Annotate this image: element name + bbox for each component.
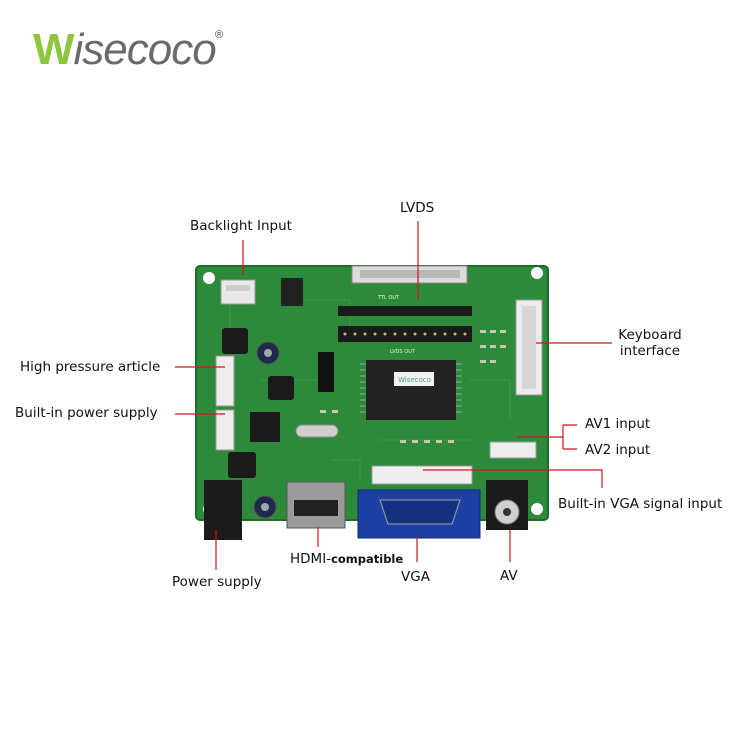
label-backlight-input: Backlight Input	[190, 218, 292, 234]
power-jack	[204, 480, 242, 540]
label-keyboard-line1: Keyboard	[618, 327, 682, 343]
logo-first-letter: W	[33, 25, 75, 74]
label-hdmi-main: HDMI-	[290, 551, 332, 567]
leader-builtin-vga	[423, 469, 603, 488]
mounting-hole-tr	[531, 267, 543, 279]
crystal-oscillator	[295, 424, 339, 438]
inductor-3	[228, 452, 256, 478]
small-ic-top	[281, 278, 303, 306]
main-chip	[366, 360, 456, 420]
label-av1-input: AV1 input	[585, 416, 651, 432]
label-high-pressure-article: High pressure article	[20, 359, 161, 375]
label-builtin-power-supply: Built-in power supply	[15, 405, 158, 421]
mounting-hole-br	[531, 503, 543, 515]
inductor-1	[222, 328, 248, 354]
label-builtin-vga-signal-input: Built-in VGA signal input	[558, 496, 723, 512]
label-lvds: LVDS	[400, 200, 435, 216]
label-av: AV	[500, 568, 518, 584]
brand-logo: Wisecoco ®	[33, 25, 223, 74]
registered-mark: ®	[215, 29, 223, 41]
logo-rest: isecoco	[73, 25, 217, 74]
ttl-header-row1	[338, 306, 472, 316]
mounting-hole-tl	[203, 272, 215, 284]
high-pressure-connector	[215, 355, 235, 407]
backlight-connector	[220, 279, 256, 305]
voltage-regulator	[250, 412, 280, 442]
label-vga: VGA	[401, 569, 430, 585]
label-keyboard-line2: interface	[619, 343, 681, 359]
lvds-silk: LVDS OUT	[390, 349, 416, 355]
label-keyboard-interface: Keyboard interface	[612, 327, 688, 359]
ttl-silk: TTL OUT	[377, 295, 400, 301]
label-hdmi-compatible: HDMI-compatible	[290, 551, 403, 567]
builtin-vga-connector	[371, 465, 473, 485]
leader-lines	[175, 221, 612, 570]
chip-text: Wisecoco	[398, 376, 431, 384]
label-power-supply: Power supply	[172, 574, 262, 590]
leader-av1-av2	[517, 424, 577, 450]
av-connector	[489, 441, 537, 459]
chip-label-plate	[394, 372, 434, 386]
label-av2-input: AV2 input	[585, 442, 651, 458]
inductor-2	[268, 376, 294, 400]
mosfet	[318, 352, 334, 392]
builtin-power-connector	[215, 409, 235, 451]
label-hdmi-suffix: compatible	[331, 552, 404, 566]
